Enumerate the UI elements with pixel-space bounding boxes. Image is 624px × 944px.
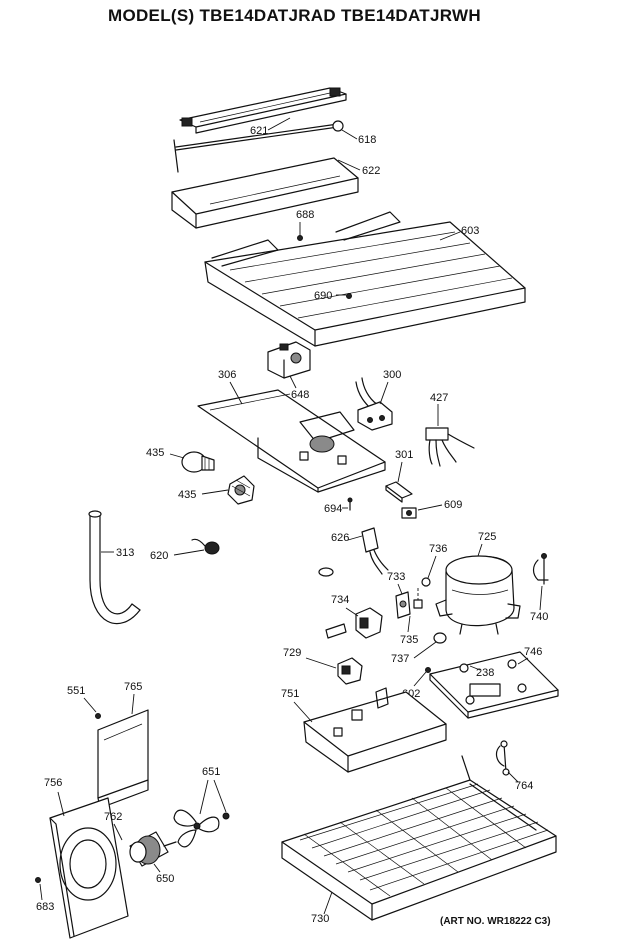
part-618-rod bbox=[173, 120, 344, 173]
callout-300: 300 bbox=[383, 369, 401, 381]
part-622-channel bbox=[171, 157, 359, 229]
callout-746: 746 bbox=[524, 646, 542, 658]
callout-306: 306 bbox=[218, 369, 236, 381]
callout-238: 238 bbox=[476, 667, 494, 679]
callout-618: 618 bbox=[358, 134, 376, 146]
part-435-lamp-bulb bbox=[181, 451, 215, 473]
callout-622: 622 bbox=[362, 165, 380, 177]
part-751-drain-pan bbox=[303, 687, 447, 773]
callout-609: 609 bbox=[444, 499, 462, 511]
callout-313: 313 bbox=[116, 547, 134, 559]
part-729-relay-block bbox=[337, 657, 363, 685]
part-733-start-relay bbox=[395, 588, 423, 619]
part-621-light-shield bbox=[179, 87, 347, 134]
callout-765: 765 bbox=[124, 681, 142, 693]
callout-735: 735 bbox=[400, 634, 418, 646]
callout-301: 301 bbox=[395, 449, 413, 461]
callout-435-bulb: 435 bbox=[146, 447, 164, 459]
part-734-bracket bbox=[325, 607, 383, 639]
callout-730: 730 bbox=[311, 913, 329, 925]
callout-740: 740 bbox=[530, 611, 548, 623]
part-740-clip bbox=[532, 553, 549, 585]
page-title: MODEL(S) TBE14DATJRAD TBE14DATJRWH bbox=[108, 6, 481, 25]
part-626-relay bbox=[318, 527, 389, 577]
callout-756: 756 bbox=[44, 777, 62, 789]
callout-427: 427 bbox=[430, 392, 448, 404]
callout-733: 733 bbox=[387, 571, 405, 583]
callout-683: 683 bbox=[36, 901, 54, 913]
part-764-clamp bbox=[495, 740, 510, 776]
callout-551: 551 bbox=[67, 685, 85, 697]
callout-690: 690 bbox=[314, 290, 332, 302]
part-435-lamp-socket bbox=[227, 475, 255, 505]
part-301-plunger bbox=[385, 481, 413, 503]
part-651-fan-blade bbox=[173, 809, 230, 848]
part-765-baffle bbox=[97, 709, 149, 809]
callout-694: 694 bbox=[324, 503, 342, 515]
callout-762: 762 bbox=[104, 811, 122, 823]
callout-729: 729 bbox=[283, 647, 301, 659]
callout-650: 650 bbox=[156, 873, 174, 885]
callout-751: 751 bbox=[281, 688, 299, 700]
part-300-switch bbox=[355, 377, 393, 431]
callout-764: 764 bbox=[515, 780, 533, 792]
art-number: (ART NO. WR18222 C3) bbox=[440, 916, 551, 927]
callout-725: 725 bbox=[478, 531, 496, 543]
part-730-condenser-coil bbox=[281, 755, 557, 921]
part-746-mounting-plate bbox=[429, 651, 559, 719]
callout-688: 688 bbox=[296, 209, 314, 221]
callout-626: 626 bbox=[331, 532, 349, 544]
part-725-compressor bbox=[435, 555, 521, 635]
callout-737: 737 bbox=[391, 653, 409, 665]
callout-620: 620 bbox=[150, 550, 168, 562]
part-427-harness bbox=[425, 427, 475, 467]
part-609-button bbox=[401, 507, 417, 519]
part-603-shelf bbox=[204, 211, 526, 347]
callout-734: 734 bbox=[331, 594, 349, 606]
part-650-fan-motor bbox=[129, 831, 177, 867]
callout-603: 603 bbox=[461, 225, 479, 237]
part-648-thermostat bbox=[267, 341, 311, 379]
part-313-drain-tube bbox=[88, 510, 141, 625]
part-620-plug bbox=[191, 538, 220, 555]
part-756-fan-shroud bbox=[49, 797, 129, 939]
callout-736: 736 bbox=[429, 543, 447, 555]
callout-651: 651 bbox=[202, 766, 220, 778]
part-306-control-housing bbox=[197, 389, 386, 493]
callout-621: 621 bbox=[250, 125, 268, 137]
callout-648: 648 bbox=[291, 389, 309, 401]
callout-435-socket: 435 bbox=[178, 489, 196, 501]
